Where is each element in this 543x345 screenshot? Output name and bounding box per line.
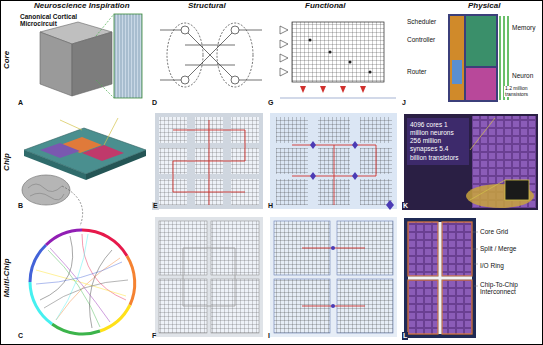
callout-label: I/O Ring xyxy=(480,262,504,269)
row-label: Core xyxy=(3,51,12,69)
callout-label: Core Grid xyxy=(480,228,508,235)
annotation: 1.2 million transistors xyxy=(504,86,540,97)
callout-label: Split / Merge xyxy=(480,245,517,252)
panel-letter: L xyxy=(402,332,408,340)
panel-letter: I xyxy=(268,332,270,340)
panel-letter: J xyxy=(402,99,406,107)
row-label: Chip xyxy=(3,153,12,171)
panel-letter: A xyxy=(18,99,23,107)
annotation: Canonical Cortical Microcircuit xyxy=(20,13,80,27)
callout-label: Neuron xyxy=(511,72,534,79)
column-header: Functional xyxy=(305,2,345,11)
panel-letter: B xyxy=(18,202,23,210)
column-header: Structural xyxy=(188,2,226,11)
column-header: Physical xyxy=(468,2,500,11)
column-header: Neuroscience Inspiration xyxy=(34,2,130,11)
callout-label: Chip-To-Chip Interconnect xyxy=(480,281,538,295)
callout-label: Scheduler xyxy=(406,18,437,25)
panel-letter: C xyxy=(18,332,23,340)
callout-label: Controller xyxy=(406,36,436,43)
panel-letter: K xyxy=(402,202,409,210)
info-box: 4096 cores 1 million neurons 256 million… xyxy=(407,118,469,165)
row-label: Multi-Chip xyxy=(3,258,12,297)
panel-letter: H xyxy=(268,202,273,210)
info-text: 4096 cores 1 million neurons 256 million… xyxy=(410,121,466,162)
panel-letter: G xyxy=(268,99,273,107)
panel-letter: E xyxy=(152,202,159,210)
panel-letter: D xyxy=(152,99,157,107)
panel-letter: F xyxy=(152,332,156,340)
callout-label: Memory xyxy=(511,24,536,31)
callout-label: Router xyxy=(406,68,428,75)
